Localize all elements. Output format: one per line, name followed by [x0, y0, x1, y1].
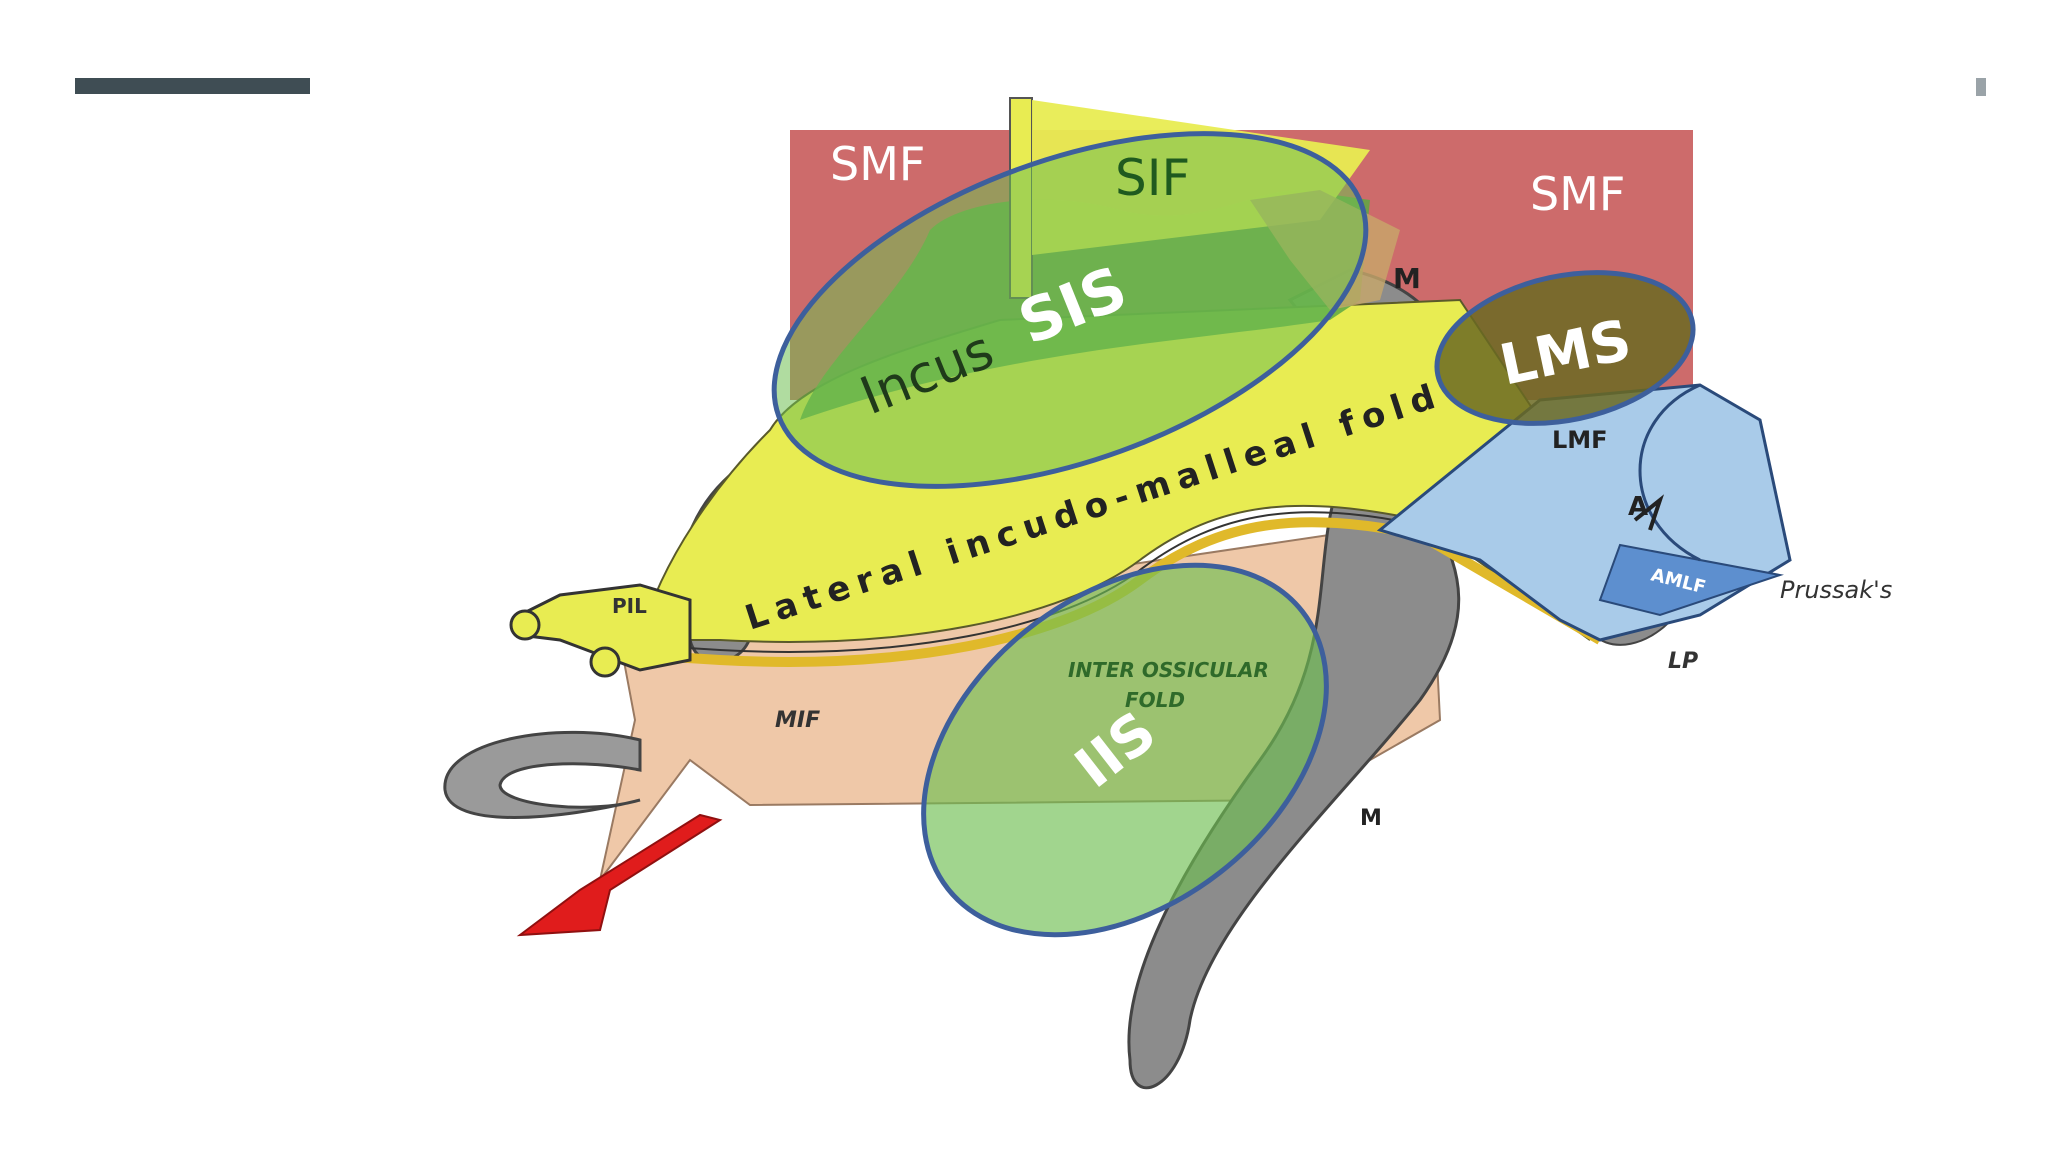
label-interossicular-fold-1: INTER OSSICULAR [1068, 658, 1269, 682]
corner-mark [1976, 78, 1986, 96]
label-smf-left: SMF [830, 137, 925, 191]
small-arrow-mark [1633, 494, 1665, 531]
pil-knob-lower [589, 646, 621, 678]
label-lp: LP [1668, 649, 1698, 674]
label-sif: SIF [1115, 149, 1190, 207]
label-arrow-mark: A [1628, 492, 1648, 522]
pil-ligament [518, 583, 692, 672]
label-malleus: M [1360, 806, 1382, 831]
label-smf-right: SMF [1530, 167, 1625, 221]
pil-knob-upper [509, 609, 541, 641]
stapes-ring [443, 730, 642, 819]
label-mif: MIF [775, 708, 820, 733]
label-prussaks: Prussak's [1780, 576, 1892, 604]
lms-ellipse [1434, 270, 1696, 426]
iis-ellipse [921, 562, 1329, 938]
label-pil: PIL [612, 594, 647, 618]
sis-ellipse [771, 131, 1369, 489]
label-interossicular-fold-2: FOLD [1125, 688, 1185, 712]
label-malleus-head: M [1393, 262, 1421, 295]
title-accent-bar [75, 78, 310, 94]
red-arrow [516, 813, 723, 937]
label-lmf: LMF [1552, 426, 1608, 454]
amlf-band [1598, 543, 1784, 617]
lmf-inner-edge [1638, 383, 1701, 562]
